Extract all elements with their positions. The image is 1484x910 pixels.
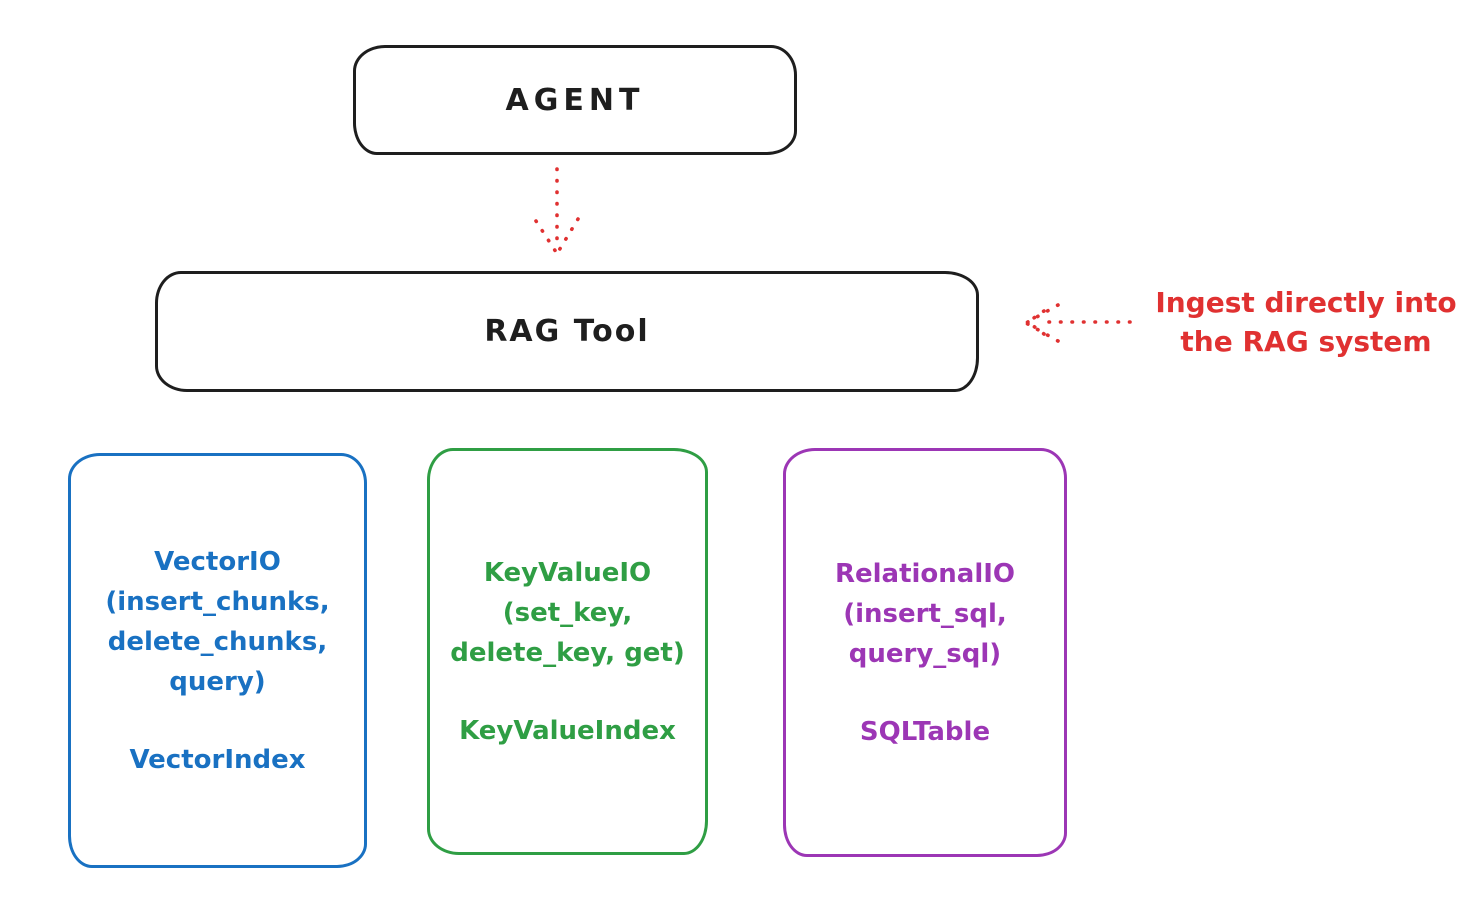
relational-io-title: RelationalIO (insert_sql, query_sql) [834, 558, 1016, 669]
ingest-annotation: Ingest directly into the RAG system [1155, 286, 1457, 358]
key-value-io-index-label: KeyValueIndex [459, 715, 676, 746]
relational-io-index-label: SQLTable [859, 716, 991, 747]
dotted-arrow-left-icon [1024, 303, 1132, 343]
agent-node: AGENT [353, 45, 797, 155]
vector-io-node: VectorIO (insert_chunks, delete_chunks, … [68, 453, 367, 868]
dotted-arrow-down-icon [534, 167, 580, 254]
key-value-io-node: KeyValueIO (set_key, delete_key, get) Ke… [427, 448, 708, 855]
relational-io-node: RelationalIO (insert_sql, query_sql) SQL… [783, 448, 1067, 857]
agent-label: AGENT [505, 82, 645, 118]
key-value-io-title: KeyValueIO (set_key, delete_key, get) [450, 557, 685, 668]
vector-io-index-label: VectorIndex [129, 744, 306, 775]
vector-io-title: VectorIO (insert_chunks, delete_chunks, … [105, 546, 330, 697]
rag-tool-label: RAG Tool [484, 314, 650, 349]
rag-tool-node: RAG Tool [155, 271, 979, 392]
